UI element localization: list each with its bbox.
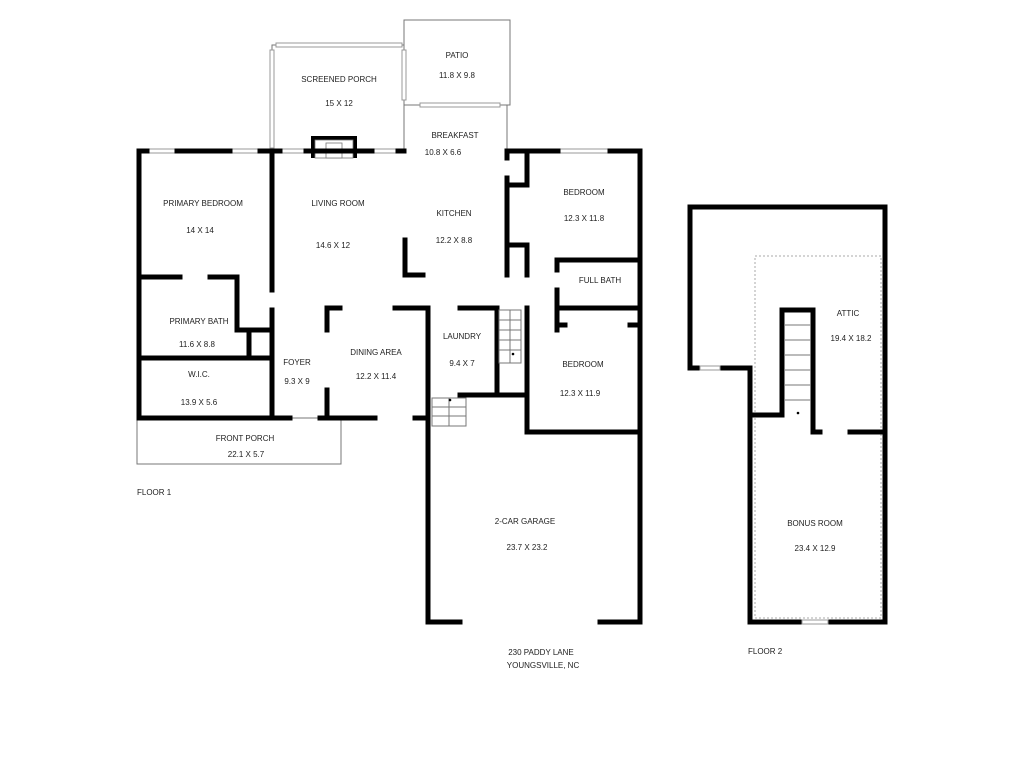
room-size: 9.3 X 9: [284, 377, 310, 386]
room-size: 19.4 X 18.2: [831, 334, 872, 343]
room-size: 13.9 X 5.6: [181, 398, 218, 407]
room-name: LIVING ROOM: [311, 199, 365, 208]
floor-2-walls: [687, 204, 888, 625]
room-name: LAUNDRY: [443, 332, 482, 341]
floor-2-label: FLOOR 2: [748, 647, 783, 656]
room-name: BONUS ROOM: [787, 519, 843, 528]
room-name: FOYER: [283, 358, 311, 367]
room-size: 12.2 X 11.4: [356, 372, 397, 381]
room-size: 15 X 12: [325, 99, 353, 108]
room-size: 14.6 X 12: [316, 241, 351, 250]
room-name: PRIMARY BEDROOM: [163, 199, 243, 208]
room-size: 14 X 14: [186, 226, 214, 235]
room-name: DINING AREA: [350, 348, 402, 357]
room-size: 10.8 X 6.6: [425, 148, 462, 157]
room-size: 22.1 X 5.7: [228, 450, 265, 459]
room-name: PATIO: [446, 51, 469, 60]
floor-1-label: FLOOR 1: [137, 488, 172, 497]
room-size: 11.8 X 9.8: [439, 71, 475, 80]
room-name: FULL BATH: [579, 276, 621, 285]
room-size: 12.3 X 11.9: [560, 389, 601, 398]
room-name: 2-CAR GARAGE: [495, 517, 555, 526]
room-name: FRONT PORCH: [216, 434, 275, 443]
room-name: ATTIC: [837, 309, 860, 318]
room-size: 11.6 X 8.8: [179, 340, 215, 349]
room-name: BEDROOM: [562, 360, 604, 369]
room-name: BEDROOM: [563, 188, 605, 197]
room-name: BREAKFAST: [431, 131, 478, 140]
room-size: 23.7 X 23.2: [507, 543, 548, 552]
room-name: SCREENED PORCH: [301, 75, 377, 84]
room-size: 12.2 X 8.8: [436, 236, 473, 245]
room-name: W.I.C.: [188, 370, 210, 379]
room-name: KITCHEN: [436, 209, 471, 218]
floor-1-walls: [136, 19, 643, 625]
room-name: PRIMARY BATH: [169, 317, 228, 326]
address-line-2: YOUNGSVILLE, NC: [507, 661, 580, 670]
room-size: 12.3 X 11.8: [564, 214, 605, 223]
room-size: 23.4 X 12.9: [795, 544, 836, 553]
room-size: 9.4 X 7: [449, 359, 475, 368]
room-labels: SCREENED PORCH 15 X 12 PATIO 11.8 X 9.8 …: [137, 51, 872, 670]
address-line-1: 230 PADDY LANE: [508, 648, 574, 657]
